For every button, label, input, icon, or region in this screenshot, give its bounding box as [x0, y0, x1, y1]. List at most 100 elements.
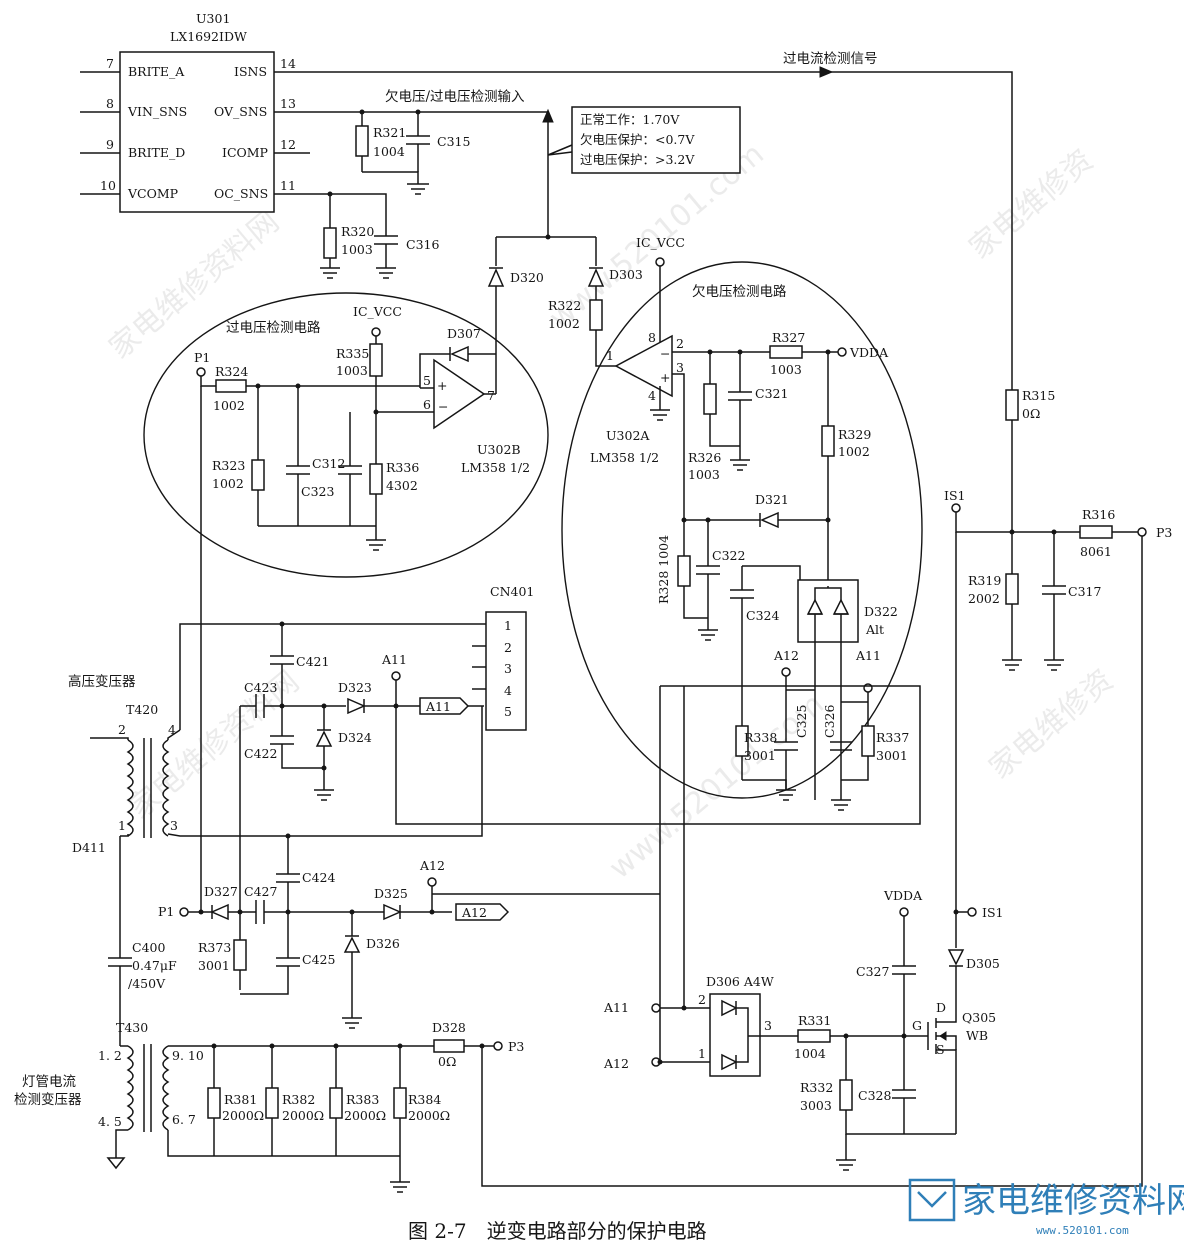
d306-label: D306 A4W [706, 974, 774, 989]
ov-sns-net: 欠电压/过电压检测输入 R321 1004 C315 [310, 89, 554, 237]
uv-detection-circuit: 欠电压检测电路 IC_VCC − + 8 1 2 3 4 U302A LM358… [395, 235, 921, 1062]
figure-caption: 图 2-7 逆变电路部分的保护电路 [408, 1219, 707, 1243]
svg-text:5: 5 [504, 704, 512, 719]
shutdown-switch: A11 A12 D306 A4W 2 1 3 R331 1004 R332 30… [603, 888, 1003, 1171]
c328-label: C328 [858, 1088, 891, 1103]
resistor-r320 [323, 227, 337, 259]
resistor-r336 [369, 463, 383, 495]
a12-label-2: A12 [419, 858, 445, 873]
a11-label-2: A11 [381, 652, 407, 667]
c315-ref: C315 [437, 134, 470, 149]
svg-text:1: 1 [606, 348, 614, 363]
is1-label: IS1 [944, 488, 965, 503]
resistor-r382 [265, 1087, 279, 1119]
resistor-r322 [589, 299, 603, 331]
svg-text:2: 2 [698, 992, 706, 1007]
ov-section-outline [143, 292, 549, 578]
note-overvoltage: 过电压保护：>3.2V [580, 152, 695, 167]
svg-text:+: + [437, 378, 447, 393]
ic-u301: U301 LX1692IDW 7 8 9 10 BRITE_A VIN_SNS … [80, 11, 310, 213]
svg-text:−: − [660, 346, 670, 361]
p1-label-2: P1 [158, 904, 174, 919]
hv-transformer-label: 高压变压器 [68, 673, 136, 690]
ic-pin-name: ICOMP [222, 145, 268, 160]
ic-pin-num: 7 [106, 56, 114, 71]
detect-diodes: D320 D303 R322 1002 [487, 234, 643, 394]
d323-label: D323 [338, 680, 372, 695]
r319-ref: R319 [968, 573, 1001, 588]
d326-label: D326 [366, 936, 400, 951]
r384-ref: R384 [408, 1092, 441, 1107]
r382-value: 2000Ω [282, 1108, 324, 1123]
ic-pin-num: 10 [100, 178, 116, 193]
svg-text:1: 1 [698, 1046, 706, 1061]
u302b-ref: U302B [477, 442, 521, 457]
r319-value: 2002 [968, 591, 1000, 606]
r322-value: 1002 [548, 316, 580, 331]
d322-ref: D322 [864, 604, 898, 619]
resistor-r373 [233, 939, 247, 971]
c317-label: C317 [1068, 584, 1101, 599]
ic-pin-num: 14 [280, 56, 296, 71]
overcurrent-signal-line: 过电流检测信号 [310, 51, 1013, 390]
r323-ref: R323 [212, 458, 245, 473]
ic-pin-num: 12 [280, 137, 296, 152]
r337-ref: R337 [876, 730, 909, 745]
current-sense-network: R315 0Ω IS1 P3 R316 8061 R319 2002 C317 [481, 388, 1172, 1187]
r315-ref: R315 [1022, 388, 1055, 403]
d324-label: D324 [338, 730, 372, 745]
ic-pin-num: 8 [106, 96, 114, 111]
ic-vcc-label-2: IC_VCC [636, 235, 685, 250]
resistor-r321 [355, 125, 369, 157]
r373-value: 3001 [198, 958, 230, 973]
r335-ref: R335 [336, 346, 369, 361]
resistor-r315 [1005, 389, 1019, 421]
d325-label: D325 [374, 886, 408, 901]
ic-vcc-label: IC_VCC [353, 304, 402, 319]
c424-label: C424 [302, 870, 335, 885]
vdda-label: VDDA [849, 345, 889, 360]
r321-value: 1004 [373, 144, 405, 159]
svg-text:D: D [936, 1000, 946, 1015]
cn401-label: CN401 [490, 584, 534, 599]
d328-ref: D328 [432, 1020, 466, 1035]
c322-label: C322 [712, 548, 745, 563]
r338-ref: R338 [744, 730, 777, 745]
ov-detection-circuit: 过电压检测电路 IC_VCC R335 1003 D307 + − 5 6 7 … [194, 304, 530, 912]
is1-label-2: IS1 [982, 905, 1003, 920]
connector-cn401 [485, 611, 527, 731]
overcurrent-label: 过电流检测信号 [783, 51, 878, 67]
d305-label: D305 [966, 956, 1000, 971]
r373-ref: R373 [198, 940, 231, 955]
svg-text:2: 2 [504, 640, 512, 655]
resistor-r324 [215, 379, 247, 393]
c327-label: C327 [856, 964, 889, 979]
r335-value: 1003 [336, 363, 368, 378]
d327-label: D327 [204, 884, 238, 899]
svg-text:4: 4 [504, 683, 512, 698]
ic-pin-name: BRITE_D [128, 145, 185, 160]
lamp-transformer-label-1: 灯管电流 [22, 1074, 76, 1090]
resistor-r331 [797, 1029, 831, 1043]
c325-label: C325 [794, 705, 809, 738]
r381-ref: R381 [224, 1092, 257, 1107]
diode-d328 [433, 1039, 465, 1053]
logo-url: www.520101.com [1036, 1224, 1129, 1237]
p1-label: P1 [194, 350, 210, 365]
svg-text:+: + [660, 370, 670, 385]
ov-section-title: 过电压检测电路 [226, 320, 321, 336]
svg-text:4: 4 [648, 388, 656, 403]
t430-label: T430 [116, 1020, 148, 1035]
r328-label: R328 1004 [656, 535, 671, 604]
svg-text:8: 8 [648, 330, 656, 345]
svg-text:3: 3 [504, 661, 512, 676]
ic-pin-num: 11 [280, 178, 296, 193]
svg-text:3: 3 [676, 360, 684, 375]
ic-body [119, 51, 275, 213]
uv-section-outline [561, 261, 923, 799]
a12-flag [455, 903, 510, 921]
u302a-ref: U302A [606, 428, 650, 443]
r320-ref: R320 [341, 224, 374, 239]
c400-rating: /450V [128, 976, 166, 991]
